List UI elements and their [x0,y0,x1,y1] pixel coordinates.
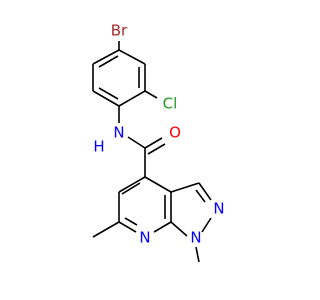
bond-c4-c5-inner [98,87,119,100]
bond-pz-n1-c7a [170,221,188,237]
carbonyl-oxygen-label: O [169,124,181,142]
bond-py-c4-c5-inner [121,182,141,195]
bromine-label: Br [111,22,128,40]
bond-py-c6-n-inner [124,217,138,226]
chemical-structure-diagram: Br Cl N H O N N N [92,22,225,263]
bond-py-n-c7a [153,221,172,233]
pyridine-nitrogen-label: N [139,229,150,247]
bond-nh-carbonyl [127,136,146,149]
bond-c3-cl [144,90,158,99]
bond-pz-c3-n2-inner [195,189,206,203]
bond-c6-c1 [92,49,120,65]
chlorine-label: Cl [163,95,178,113]
bond-py-c4-c5 [118,176,146,193]
bond-carbonyl-o [144,137,163,149]
bond-carbonyl-o-double [147,143,166,155]
bond-group [92,41,212,263]
atom-label-group: Br Cl N H O N N N [93,22,224,247]
bond-c4-c5 [92,90,120,107]
bond-pz-c3a-c3 [170,182,200,193]
amide-hydrogen-label: H [93,138,104,156]
amide-nitrogen-label: N [113,124,124,142]
bond-py-c3a-c4 [144,176,172,193]
bond-c6-c1-inner [98,55,119,68]
bond-py-c6-n [118,221,137,233]
pyrazole-lower-nitrogen-label: N [190,229,201,247]
bond-pz-c3-n2 [198,182,212,201]
bond-c3-c4 [118,90,146,107]
bond-py-methyl [92,221,120,238]
bond-pz-methyl [195,246,200,263]
bond-pz-n2-n1 [201,217,212,233]
bond-c1-c2 [118,49,146,65]
molecule-structure-canvas: Br Cl N H O N N N [92,21,225,263]
pyrazole-upper-nitrogen-label: N [213,200,224,218]
